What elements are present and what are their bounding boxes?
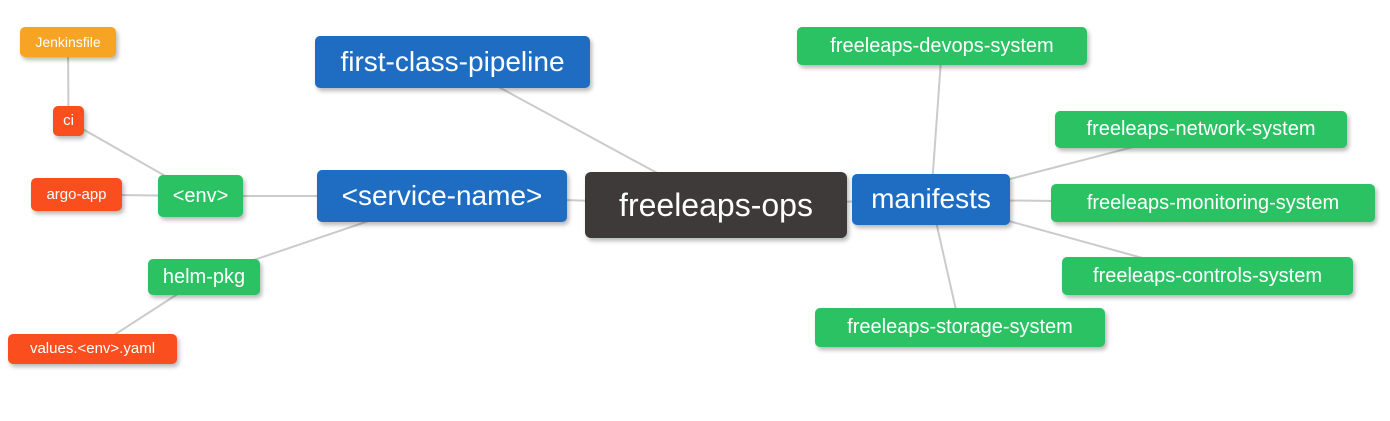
mindmap-node-controls-system[interactable]: freeleaps-controls-system (1062, 257, 1353, 295)
mindmap-node-values-env-yaml[interactable]: values.<env>.yaml (8, 334, 177, 364)
mindmap-node-storage-system[interactable]: freeleaps-storage-system (815, 308, 1105, 347)
node-label: first-class-pipeline (340, 45, 565, 77)
mindmap-node-monitoring-system[interactable]: freeleaps-monitoring-system (1051, 184, 1375, 222)
mindmap-node-network-system[interactable]: freeleaps-network-system (1055, 111, 1347, 148)
mindmap-node-manifests[interactable]: manifests (852, 174, 1010, 225)
mindmap-node-env[interactable]: <env> (158, 175, 243, 217)
node-label: freeleaps-devops-system (830, 34, 1054, 57)
node-label: argo-app (46, 185, 107, 203)
mindmap-node-argo-app[interactable]: argo-app (31, 178, 122, 211)
mindmap-node-devops-system[interactable]: freeleaps-devops-system (797, 27, 1087, 65)
node-label: freeleaps-network-system (1086, 118, 1316, 140)
node-label: freeleaps-storage-system (847, 316, 1073, 338)
node-label: <service-name> (341, 179, 543, 211)
mindmap-node-freeleaps-ops[interactable]: freeleaps-ops (585, 172, 847, 238)
node-label: values.<env>.yaml (29, 340, 156, 357)
node-label: freeleaps-ops (619, 186, 813, 223)
node-label: ci (63, 112, 74, 129)
node-label: Jenkinsfile (35, 33, 101, 50)
node-label: freeleaps-monitoring-system (1086, 191, 1340, 214)
node-label: helm-pkg (162, 265, 246, 288)
node-label: manifests (871, 183, 991, 214)
node-label: <env> (172, 184, 229, 207)
node-label: freeleaps-controls-system (1093, 264, 1322, 287)
mindmap-node-ci[interactable]: ci (53, 106, 84, 136)
mindmap-node-helm-pkg[interactable]: helm-pkg (148, 259, 260, 295)
mindmap-node-first-class-pipeline[interactable]: first-class-pipeline (315, 36, 590, 88)
mindmap-node-service-name[interactable]: <service-name> (317, 170, 567, 222)
edge-manifests-devops-system (930, 45, 943, 200)
mindmap-node-jenkinsfile[interactable]: Jenkinsfile (20, 27, 116, 57)
